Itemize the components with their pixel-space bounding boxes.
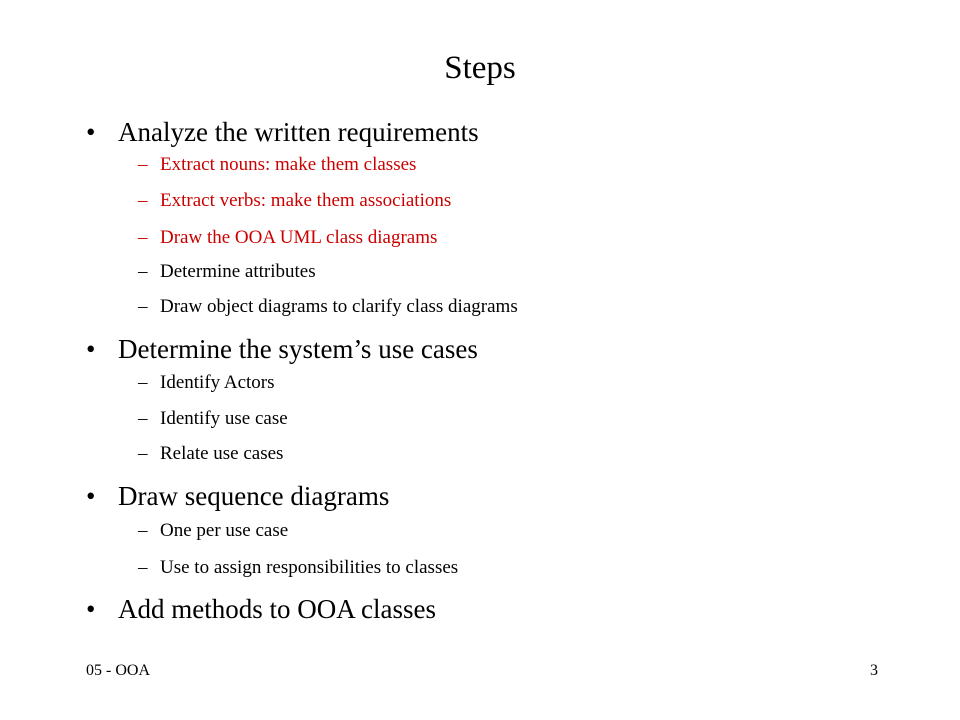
sub-item: –Identify Actors (138, 370, 275, 396)
footer-label: 05 - OOA (86, 662, 150, 679)
dash-marker: – (138, 520, 148, 541)
sub-item: –Draw object diagrams to clarify class d… (138, 294, 518, 320)
bullet-marker: • (86, 117, 96, 147)
sub-item: –Extract nouns: make them classes (138, 152, 416, 178)
sub-item: –One per use case (138, 518, 288, 544)
sub-item: –Identify use case (138, 406, 288, 432)
dash-marker: – (138, 443, 148, 464)
bullet-marker: • (86, 594, 96, 624)
sub-item-label: Draw object diagrams to clarify class di… (160, 296, 518, 317)
sub-item-label: Draw the OOA UML class diagrams (160, 227, 438, 248)
bullet-label: Analyze the written requirements (118, 117, 479, 147)
slide-title: Steps (444, 50, 516, 86)
sub-item: –Use to assign responsibilities to class… (138, 555, 458, 581)
bullet-label: Determine the system’s use cases (118, 334, 478, 364)
sub-item: –Determine attributes (138, 259, 316, 285)
bullet-item: • Draw sequence diagrams (86, 479, 389, 513)
bullet-item: • Add methods to OOA classes (86, 592, 436, 626)
sub-item-label: Extract verbs: make them associations (160, 190, 452, 211)
bullet-item: • Determine the system’s use cases (86, 332, 478, 366)
sub-item-label: Relate use cases (160, 443, 284, 464)
sub-item-label: Identify Actors (160, 372, 275, 393)
bullet-marker: • (86, 334, 96, 364)
sub-item-label: One per use case (160, 520, 289, 541)
sub-item: –Draw the OOA UML class diagrams (138, 225, 437, 251)
dash-marker: – (138, 190, 148, 211)
sub-item-label: Determine attributes (160, 261, 316, 282)
sub-item: –Extract verbs: make them associations (138, 188, 451, 214)
bullet-label: Draw sequence diagrams (118, 481, 390, 511)
dash-marker: – (138, 261, 148, 282)
bullet-marker: • (86, 481, 96, 511)
dash-marker: – (138, 227, 148, 248)
dash-marker: – (138, 154, 148, 175)
bullet-label: Add methods to OOA classes (118, 594, 436, 624)
sub-item-label: Identify use case (160, 408, 288, 429)
sub-item-label: Use to assign responsibilities to classe… (160, 557, 459, 578)
dash-marker: – (138, 557, 148, 578)
dash-marker: – (138, 372, 148, 393)
sub-item-label: Extract nouns: make them classes (160, 154, 417, 175)
sub-item: –Relate use cases (138, 441, 283, 467)
bullet-item: • Analyze the written requirements (86, 115, 479, 149)
dash-marker: – (138, 408, 148, 429)
dash-marker: – (138, 296, 148, 317)
page-number: 3 (870, 662, 878, 679)
